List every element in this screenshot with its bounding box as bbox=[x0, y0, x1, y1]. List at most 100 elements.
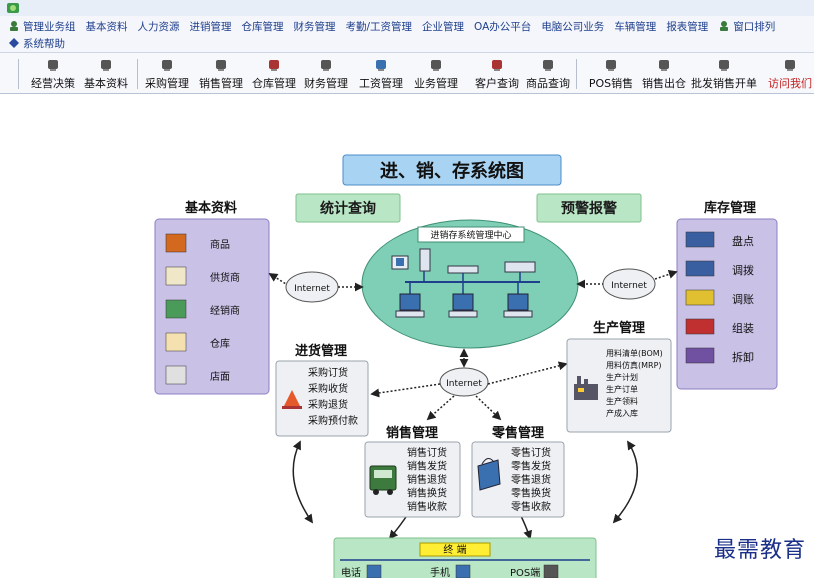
toolbar-button-1[interactable]: 基本资料 bbox=[70, 57, 142, 91]
toolbar-button-3[interactable]: 销售管理 bbox=[185, 57, 257, 91]
menu-item-icon bbox=[10, 21, 18, 31]
menu-item-label: 电脑公司业务 bbox=[541, 20, 605, 33]
toolbar-icon bbox=[606, 60, 616, 71]
svg-text:Internet: Internet bbox=[611, 281, 647, 291]
toolbar-icon bbox=[543, 60, 553, 71]
center-title-box bbox=[417, 226, 525, 243]
basic-item-label: 仓库 bbox=[210, 337, 230, 350]
purchase-panel bbox=[275, 360, 369, 437]
menu-item-11[interactable]: 报表管理 bbox=[666, 19, 708, 34]
retail-item-label: 零售订货 bbox=[511, 446, 551, 459]
toolbar-button-7[interactable]: 业务管理 bbox=[400, 57, 472, 91]
toolbar-button-11[interactable]: 销售出仓 bbox=[628, 57, 700, 91]
menu-item-help[interactable]: 系统帮助 bbox=[8, 36, 65, 51]
toolbar-button-5[interactable]: 财务管理 bbox=[290, 57, 362, 91]
transfer-icon bbox=[685, 260, 715, 277]
terminal-item-label: 手机 bbox=[430, 566, 450, 578]
purchase-item-label: 采购预付款 bbox=[308, 414, 358, 427]
toolbar-label: 业务管理 bbox=[414, 77, 458, 90]
mobile-icon bbox=[455, 564, 471, 578]
toolbar-icon bbox=[492, 60, 502, 71]
toolbar-label: 工资管理 bbox=[359, 77, 403, 90]
person-icon bbox=[165, 332, 187, 352]
menu-item-10[interactable]: 车辆管理 bbox=[614, 19, 656, 34]
menu-item-label: 系统帮助 bbox=[23, 37, 65, 50]
toolbar-button-4[interactable]: 仓库管理 bbox=[238, 57, 310, 91]
alert-box bbox=[536, 193, 642, 223]
toolbar-button-2[interactable]: 采购管理 bbox=[131, 57, 203, 91]
production-item-label: 用料仿真(MRP) bbox=[606, 360, 662, 370]
basic-item-label: 供货商 bbox=[210, 271, 240, 284]
basic-title: 基本资料 bbox=[184, 200, 237, 216]
inventory-title: 库存管理 bbox=[704, 200, 756, 216]
toolbar-button-13[interactable]: 访问我们 bbox=[754, 57, 814, 91]
menu-item-2[interactable]: 人力资源 bbox=[138, 19, 180, 34]
menu-item-1[interactable]: 基本资料 bbox=[86, 19, 128, 34]
menu-item-label: 进销管理 bbox=[189, 20, 232, 33]
menu-row-secondary: 系统帮助 bbox=[8, 35, 75, 51]
toolbar-label: 客户查询 bbox=[475, 77, 519, 90]
toolbar-label: 销售管理 bbox=[199, 77, 243, 90]
sales-item-label: 销售发货 bbox=[407, 460, 447, 473]
production-item-label: 产成入库 bbox=[606, 408, 638, 418]
toolbar-label: 批发销售开单 bbox=[691, 77, 757, 90]
boxes-icon bbox=[165, 233, 187, 253]
toolbar-icon bbox=[48, 60, 58, 71]
toolbar-button-6[interactable]: 工资管理 bbox=[345, 57, 417, 91]
menu-item-4[interactable]: 仓库管理 bbox=[242, 19, 284, 34]
retail-item-label: 零售退货 bbox=[511, 473, 551, 486]
sales-panel bbox=[364, 441, 461, 518]
toolbar-button-10[interactable]: POS销售 bbox=[575, 57, 647, 91]
diagram-title: 进、销、存系统图 bbox=[380, 160, 524, 182]
sales-title: 销售管理 bbox=[386, 425, 438, 441]
purchase-item-label: 采购收货 bbox=[308, 382, 348, 395]
toolbar-label: 采购管理 bbox=[145, 77, 189, 90]
inventory-item-label: 拆卸 bbox=[732, 350, 754, 364]
menu-item-3[interactable]: 进销管理 bbox=[190, 19, 232, 34]
factory-icon bbox=[574, 376, 598, 400]
truck-icon bbox=[369, 465, 397, 495]
toolbar-button-9[interactable]: 商品查询 bbox=[512, 57, 584, 91]
inventory-item-label: 组装 bbox=[732, 321, 754, 335]
retail-item-label: 零售发货 bbox=[511, 460, 551, 473]
toolbar-label: POS销售 bbox=[588, 77, 634, 90]
menu-item-9[interactable]: 电脑公司业务 bbox=[541, 19, 604, 34]
toolbar-icon bbox=[785, 60, 795, 71]
flow-arrows bbox=[292, 440, 639, 540]
toolbar-label: 销售出仓 bbox=[642, 77, 686, 90]
toolbar-icon bbox=[321, 60, 331, 71]
toolbar-icon bbox=[216, 60, 226, 71]
toolbar-button-0[interactable]: 经营决策 bbox=[17, 57, 89, 91]
phone-icon bbox=[366, 564, 382, 578]
menu-item-6[interactable]: 考勤/工资管理 bbox=[346, 19, 413, 34]
diagram-title-box bbox=[342, 154, 562, 186]
menu-item-5[interactable]: 财务管理 bbox=[294, 19, 336, 34]
menu-item-label: 报表管理 bbox=[666, 20, 709, 33]
production-item-label: 生产领料 bbox=[606, 396, 638, 406]
toolbar-button-8[interactable]: 客户查询 bbox=[461, 57, 533, 91]
supplier-icon bbox=[165, 266, 187, 286]
toolbar-button-12[interactable]: 批发销售开单 bbox=[688, 57, 760, 91]
menu-bar: 管理业务组基本资料人力资源进销管理仓库管理财务管理考勤/工资管理企业管理 OA办公… bbox=[0, 16, 814, 53]
menu-item-label: 企业管理 bbox=[422, 20, 465, 33]
stats-query-label: 统计查询 bbox=[320, 200, 376, 217]
toolbar-icon bbox=[162, 60, 172, 71]
toolbar-label: 财务管理 bbox=[304, 77, 348, 90]
menu-row-main: 管理业务组基本资料人力资源进销管理仓库管理财务管理考勤/工资管理企业管理 OA办公… bbox=[8, 18, 785, 34]
production-item-label: 用料清单(BOM) bbox=[606, 348, 663, 358]
menu-item-0[interactable]: 管理业务组 bbox=[8, 19, 76, 34]
menu-item-8[interactable]: OA办公平台 bbox=[474, 19, 531, 34]
toolbar-icon bbox=[269, 60, 279, 71]
toolbar-label: 仓库管理 bbox=[252, 77, 296, 90]
basic-item-label: 商品 bbox=[210, 238, 230, 251]
bag-icon bbox=[477, 458, 501, 491]
pallet-icon bbox=[685, 231, 715, 248]
menu-item-label: 基本资料 bbox=[85, 20, 128, 33]
toolbar-label: 经营决策 bbox=[31, 77, 75, 90]
menu-item-7[interactable]: 企业管理 bbox=[422, 19, 464, 34]
menu-item-12[interactable]: 窗口排列 bbox=[718, 19, 775, 34]
toolbar-separator bbox=[137, 59, 138, 89]
